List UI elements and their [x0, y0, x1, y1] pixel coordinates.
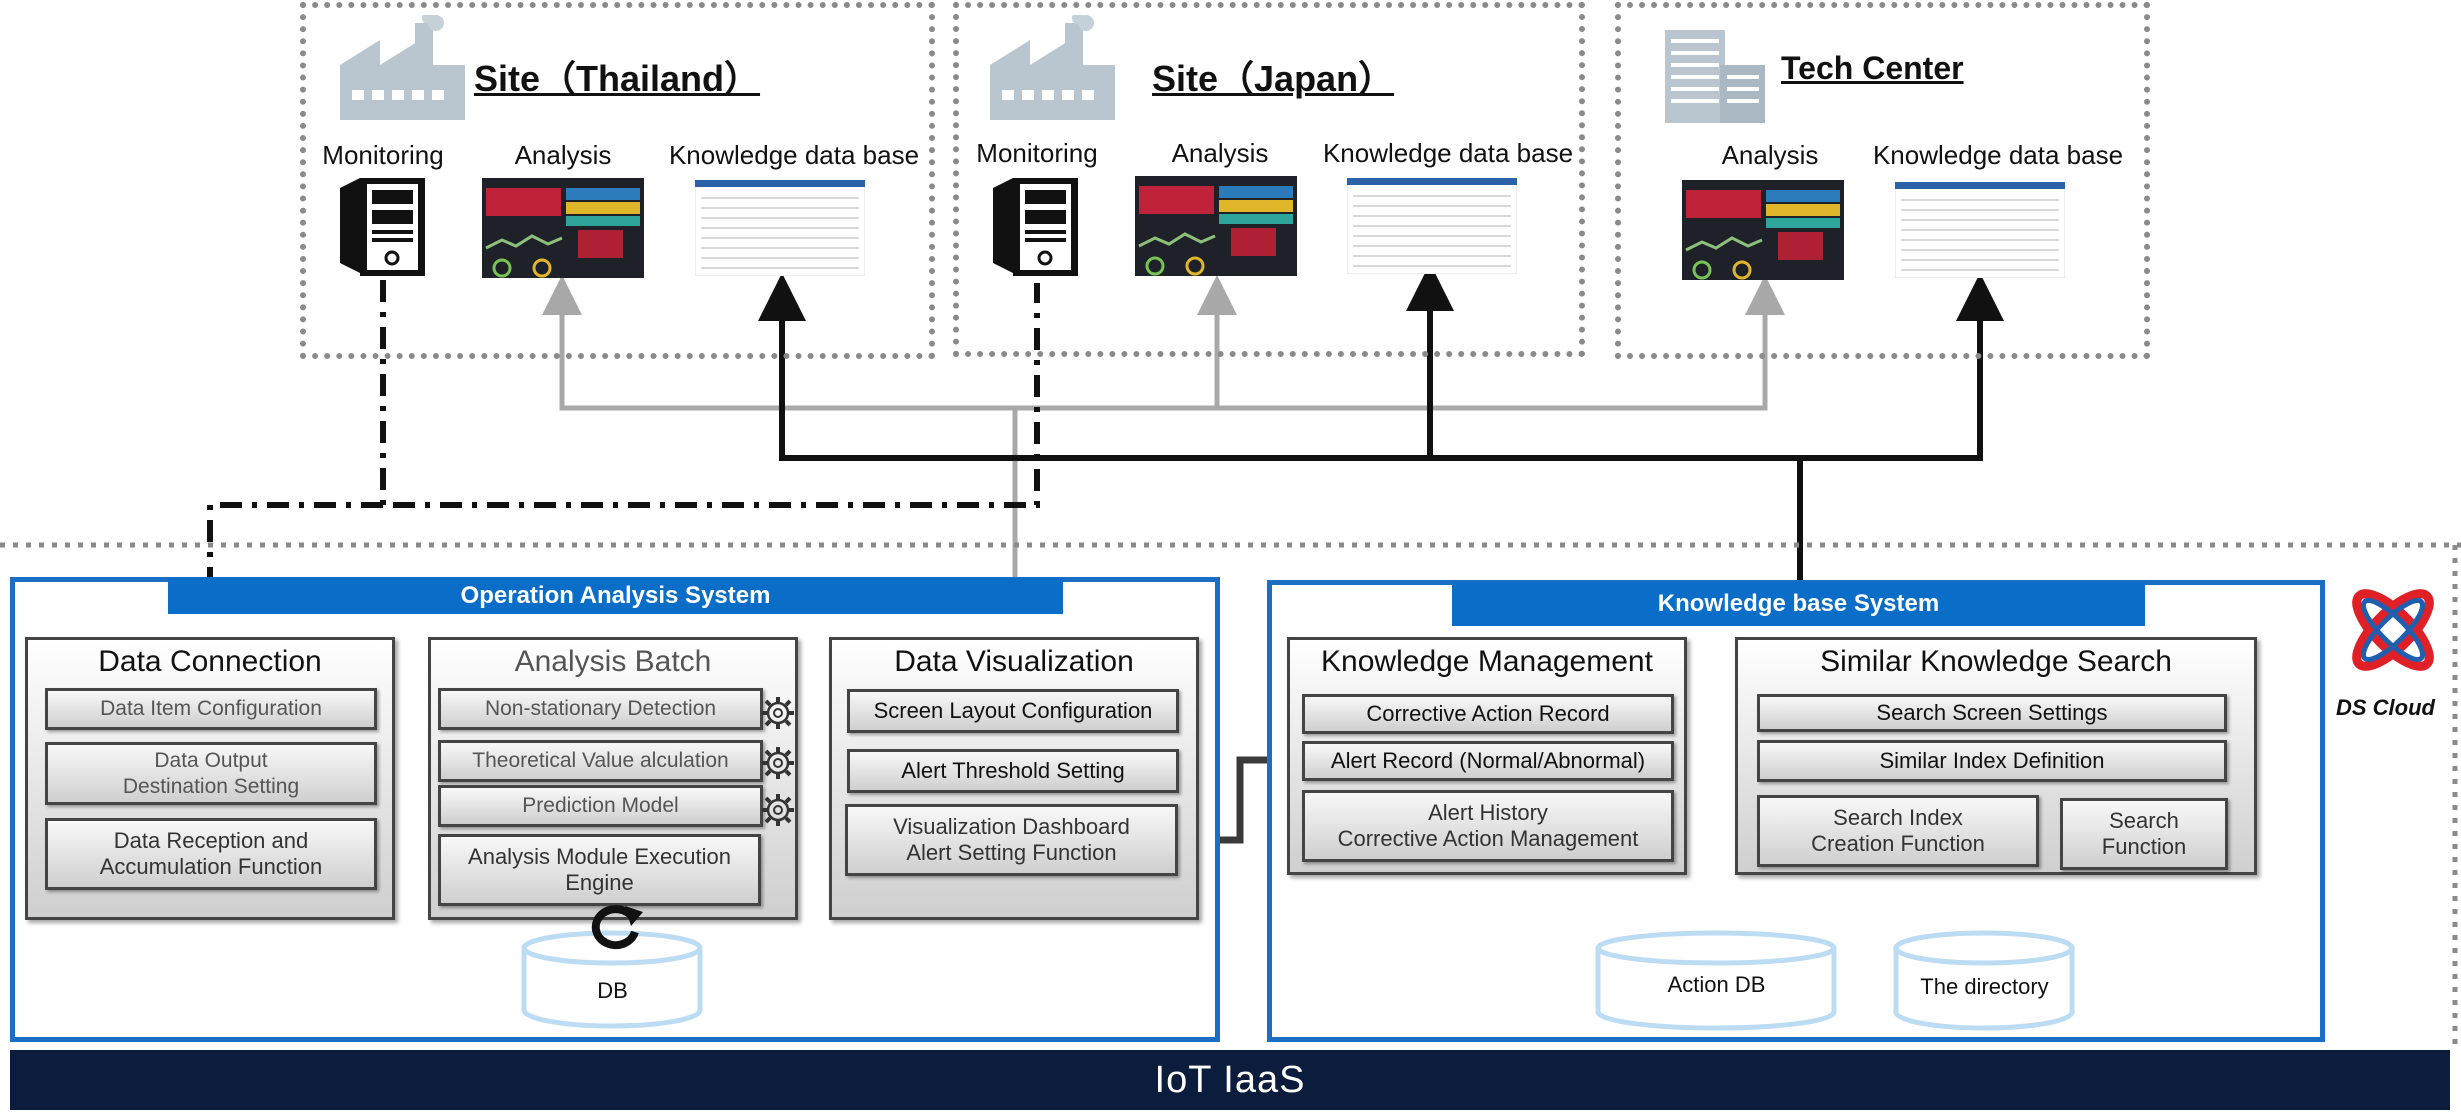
prediction-model[interactable]: Prediction Model: [438, 785, 763, 827]
dashboard-thumbnail: [1682, 180, 1844, 280]
search-function[interactable]: Search Function: [2060, 798, 2228, 870]
data-visualization-title: Data Visualization: [894, 645, 1134, 678]
non-stationary-detection[interactable]: Non-stationary Detection: [438, 688, 763, 730]
iot-iaas-footer: IoT IaaS: [10, 1050, 2450, 1110]
data-reception-accumulation[interactable]: Data Reception and Accumulation Function: [45, 818, 377, 890]
kdb-label: Knowledge data base: [668, 140, 920, 170]
data-output-destination-setting[interactable]: Data Output Destination Setting: [45, 742, 377, 805]
site-panel-tech-center: [1615, 2, 2150, 359]
analysis-module-execution-engine[interactable]: Analysis Module Execution Engine: [438, 834, 761, 906]
knowledge-table-thumbnail: [1895, 182, 2065, 278]
corrective-action-record[interactable]: Corrective Action Record: [1302, 694, 1674, 734]
factory-icon: [340, 15, 465, 120]
theoretical-value-calculation[interactable]: Theoretical Value alculation: [438, 740, 763, 782]
db-label: DB: [597, 978, 628, 1003]
knowledge-feed-lines: [758, 263, 2004, 580]
screen-layout-configuration[interactable]: Screen Layout Configuration: [847, 689, 1179, 733]
gear-icon: [762, 747, 794, 779]
analysis-feed-lines: [542, 275, 1785, 665]
data-item-configuration[interactable]: Data Item Configuration: [45, 688, 377, 730]
search-screen-settings[interactable]: Search Screen Settings: [1757, 694, 2227, 732]
gear-icon: [762, 794, 794, 826]
gear-icon: [762, 697, 794, 729]
dashboard-thumbnail: [1135, 176, 1297, 276]
knowledge-table-thumbnail: [1347, 178, 1517, 274]
site-panel-japan: [953, 2, 1585, 357]
directory-cylinder: [1893, 930, 2075, 1031]
analysis-label: Analysis: [1721, 140, 1819, 170]
ds-cloud-label: DS Cloud: [2336, 695, 2435, 720]
knowledge-base-header: Knowledge base System: [1452, 582, 2145, 626]
analysis-label: Analysis: [514, 140, 612, 170]
alert-threshold-setting[interactable]: Alert Threshold Setting: [847, 749, 1179, 793]
action-db-cylinder: [1595, 930, 1837, 1031]
ds-cloud-logo: [2352, 589, 2434, 671]
kdb-label: Knowledge data base: [1872, 140, 2124, 170]
building-icon: [1665, 30, 1765, 123]
knowledge-management-title: Knowledge Management: [1321, 645, 1653, 678]
similar-knowledge-search-title: Similar Knowledge Search: [1820, 645, 2172, 678]
analysis-label: Analysis: [1171, 138, 1269, 168]
site-title-thailand: Site（Thailand）: [474, 58, 761, 99]
site-title-tech-center: Tech Center: [1781, 50, 1964, 86]
alert-record[interactable]: Alert Record (Normal/Abnormal): [1302, 741, 1674, 781]
factory-icon: [990, 15, 1115, 120]
analysis-batch-title: Analysis Batch: [514, 645, 712, 678]
server-icon: [340, 178, 425, 276]
similar-index-definition[interactable]: Similar Index Definition: [1757, 740, 2227, 782]
refresh-icon: [591, 905, 643, 950]
kdb-label: Knowledge data base: [1322, 138, 1574, 168]
monitoring-label: Monitoring: [322, 140, 444, 170]
data-connection-title: Data Connection: [98, 645, 322, 678]
alert-history-management[interactable]: Alert History Corrective Action Manageme…: [1302, 790, 1674, 862]
search-index-creation[interactable]: Search Index Creation Function: [1757, 795, 2039, 867]
visualization-dashboard[interactable]: Visualization Dashboard Alert Setting Fu…: [845, 804, 1178, 876]
dashboard-thumbnail: [482, 178, 644, 278]
knowledge-table-thumbnail: [695, 180, 865, 276]
directory-label: The directory: [1920, 974, 2049, 999]
action-db-label: Action DB: [1667, 972, 1766, 997]
server-icon: [993, 178, 1078, 276]
site-title-japan: Site（Japan）: [1152, 58, 1395, 99]
site-panel-thailand: [300, 2, 935, 359]
operation-analysis-header: Operation Analysis System: [168, 578, 1063, 614]
monitoring-label: Monitoring: [976, 138, 1098, 168]
